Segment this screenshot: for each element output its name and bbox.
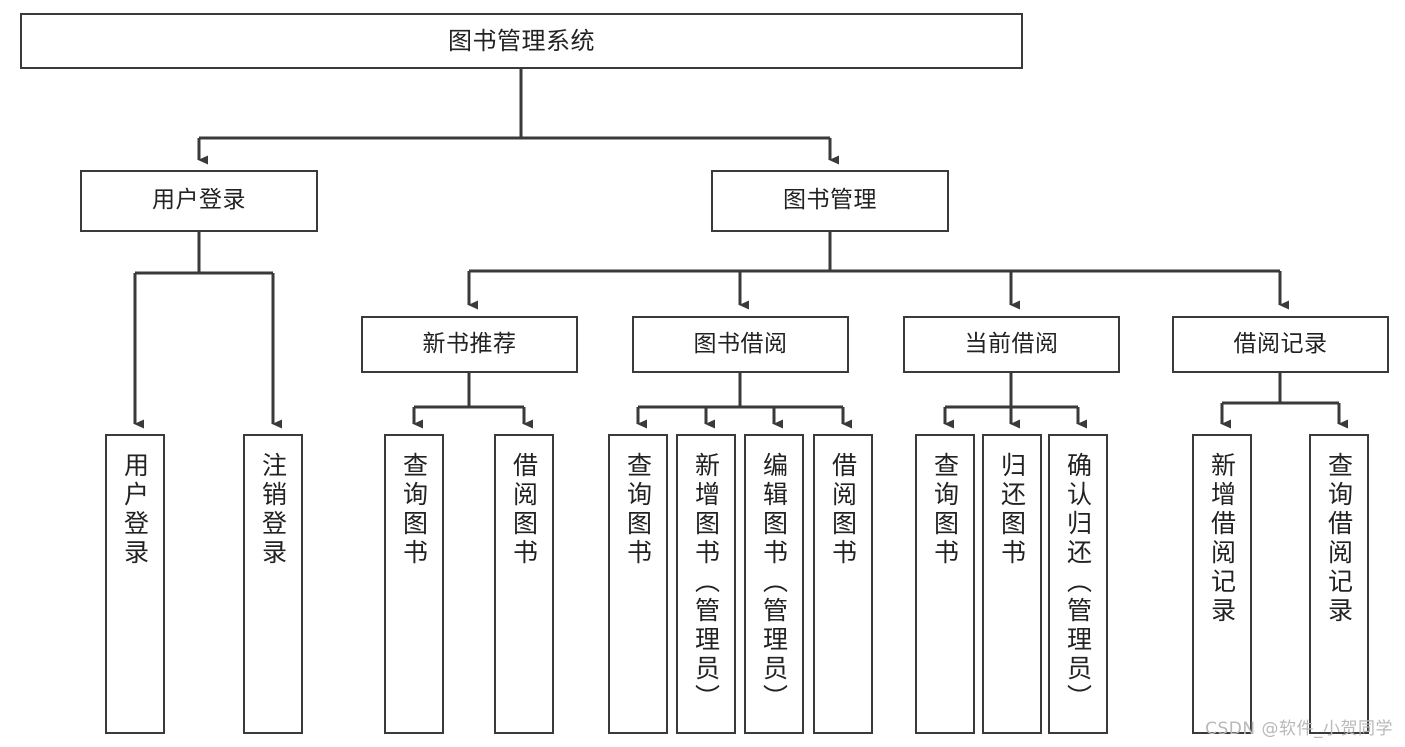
node-leaf-confirm-return-label: 确认归还（管理员） — [1063, 452, 1093, 713]
node-new-book-recommend[interactable]: 新书推荐 — [361, 316, 578, 373]
node-borrow-record-label: 借阅记录 — [1233, 330, 1328, 357]
node-leaf-borrow-book-2-label: 借阅图书 — [828, 452, 858, 568]
node-leaf-query-borrow-record-label: 查询借阅记录 — [1324, 452, 1354, 626]
node-leaf-query-book-1-label: 查询图书 — [399, 452, 429, 568]
node-leaf-edit-book[interactable]: 编辑图书（管理员） — [744, 434, 804, 734]
node-leaf-add-borrow-record-label: 新增借阅记录 — [1207, 452, 1237, 626]
node-leaf-edit-book-label: 编辑图书（管理员） — [759, 452, 789, 713]
node-book-borrow-label: 图书借阅 — [693, 330, 788, 357]
node-current-borrow[interactable]: 当前借阅 — [903, 316, 1120, 373]
node-root-system-label: 图书管理系统 — [448, 26, 595, 55]
node-leaf-user-login-label: 用户登录 — [120, 452, 150, 568]
node-leaf-logout-login[interactable]: 注销登录 — [243, 434, 303, 734]
node-leaf-borrow-book-1-label: 借阅图书 — [509, 452, 539, 568]
node-leaf-return-book-label: 归还图书 — [997, 452, 1027, 568]
node-root-system[interactable]: 图书管理系统 — [20, 13, 1023, 69]
node-book-borrow[interactable]: 图书借阅 — [632, 316, 849, 373]
node-leaf-query-book-3-label: 查询图书 — [930, 452, 960, 568]
node-leaf-query-borrow-record[interactable]: 查询借阅记录 — [1309, 434, 1369, 734]
csdn-watermark: CSDN @软件_小贺同学 — [1205, 719, 1393, 739]
node-leaf-confirm-return[interactable]: 确认归还（管理员） — [1048, 434, 1108, 734]
node-borrow-record[interactable]: 借阅记录 — [1172, 316, 1389, 373]
node-leaf-borrow-book-2[interactable]: 借阅图书 — [813, 434, 873, 734]
node-leaf-query-book-2[interactable]: 查询图书 — [608, 434, 668, 734]
node-book-management-label: 图书管理 — [783, 187, 877, 214]
node-user-login[interactable]: 用户登录 — [80, 170, 318, 232]
node-leaf-return-book[interactable]: 归还图书 — [982, 434, 1042, 734]
node-leaf-logout-login-label: 注销登录 — [258, 452, 288, 568]
node-book-management[interactable]: 图书管理 — [711, 170, 949, 232]
node-leaf-query-book-2-label: 查询图书 — [623, 452, 653, 568]
node-leaf-add-borrow-record[interactable]: 新增借阅记录 — [1192, 434, 1252, 734]
node-leaf-add-book[interactable]: 新增图书（管理员） — [676, 434, 736, 734]
node-user-login-label: 用户登录 — [152, 187, 246, 214]
node-leaf-add-book-label: 新增图书（管理员） — [691, 452, 721, 713]
node-leaf-query-book-1[interactable]: 查询图书 — [384, 434, 444, 734]
node-leaf-user-login[interactable]: 用户登录 — [105, 434, 165, 734]
node-new-book-recommend-label: 新书推荐 — [422, 330, 517, 357]
node-leaf-borrow-book-1[interactable]: 借阅图书 — [494, 434, 554, 734]
node-leaf-query-book-3[interactable]: 查询图书 — [915, 434, 975, 734]
node-current-borrow-label: 当前借阅 — [964, 330, 1059, 357]
